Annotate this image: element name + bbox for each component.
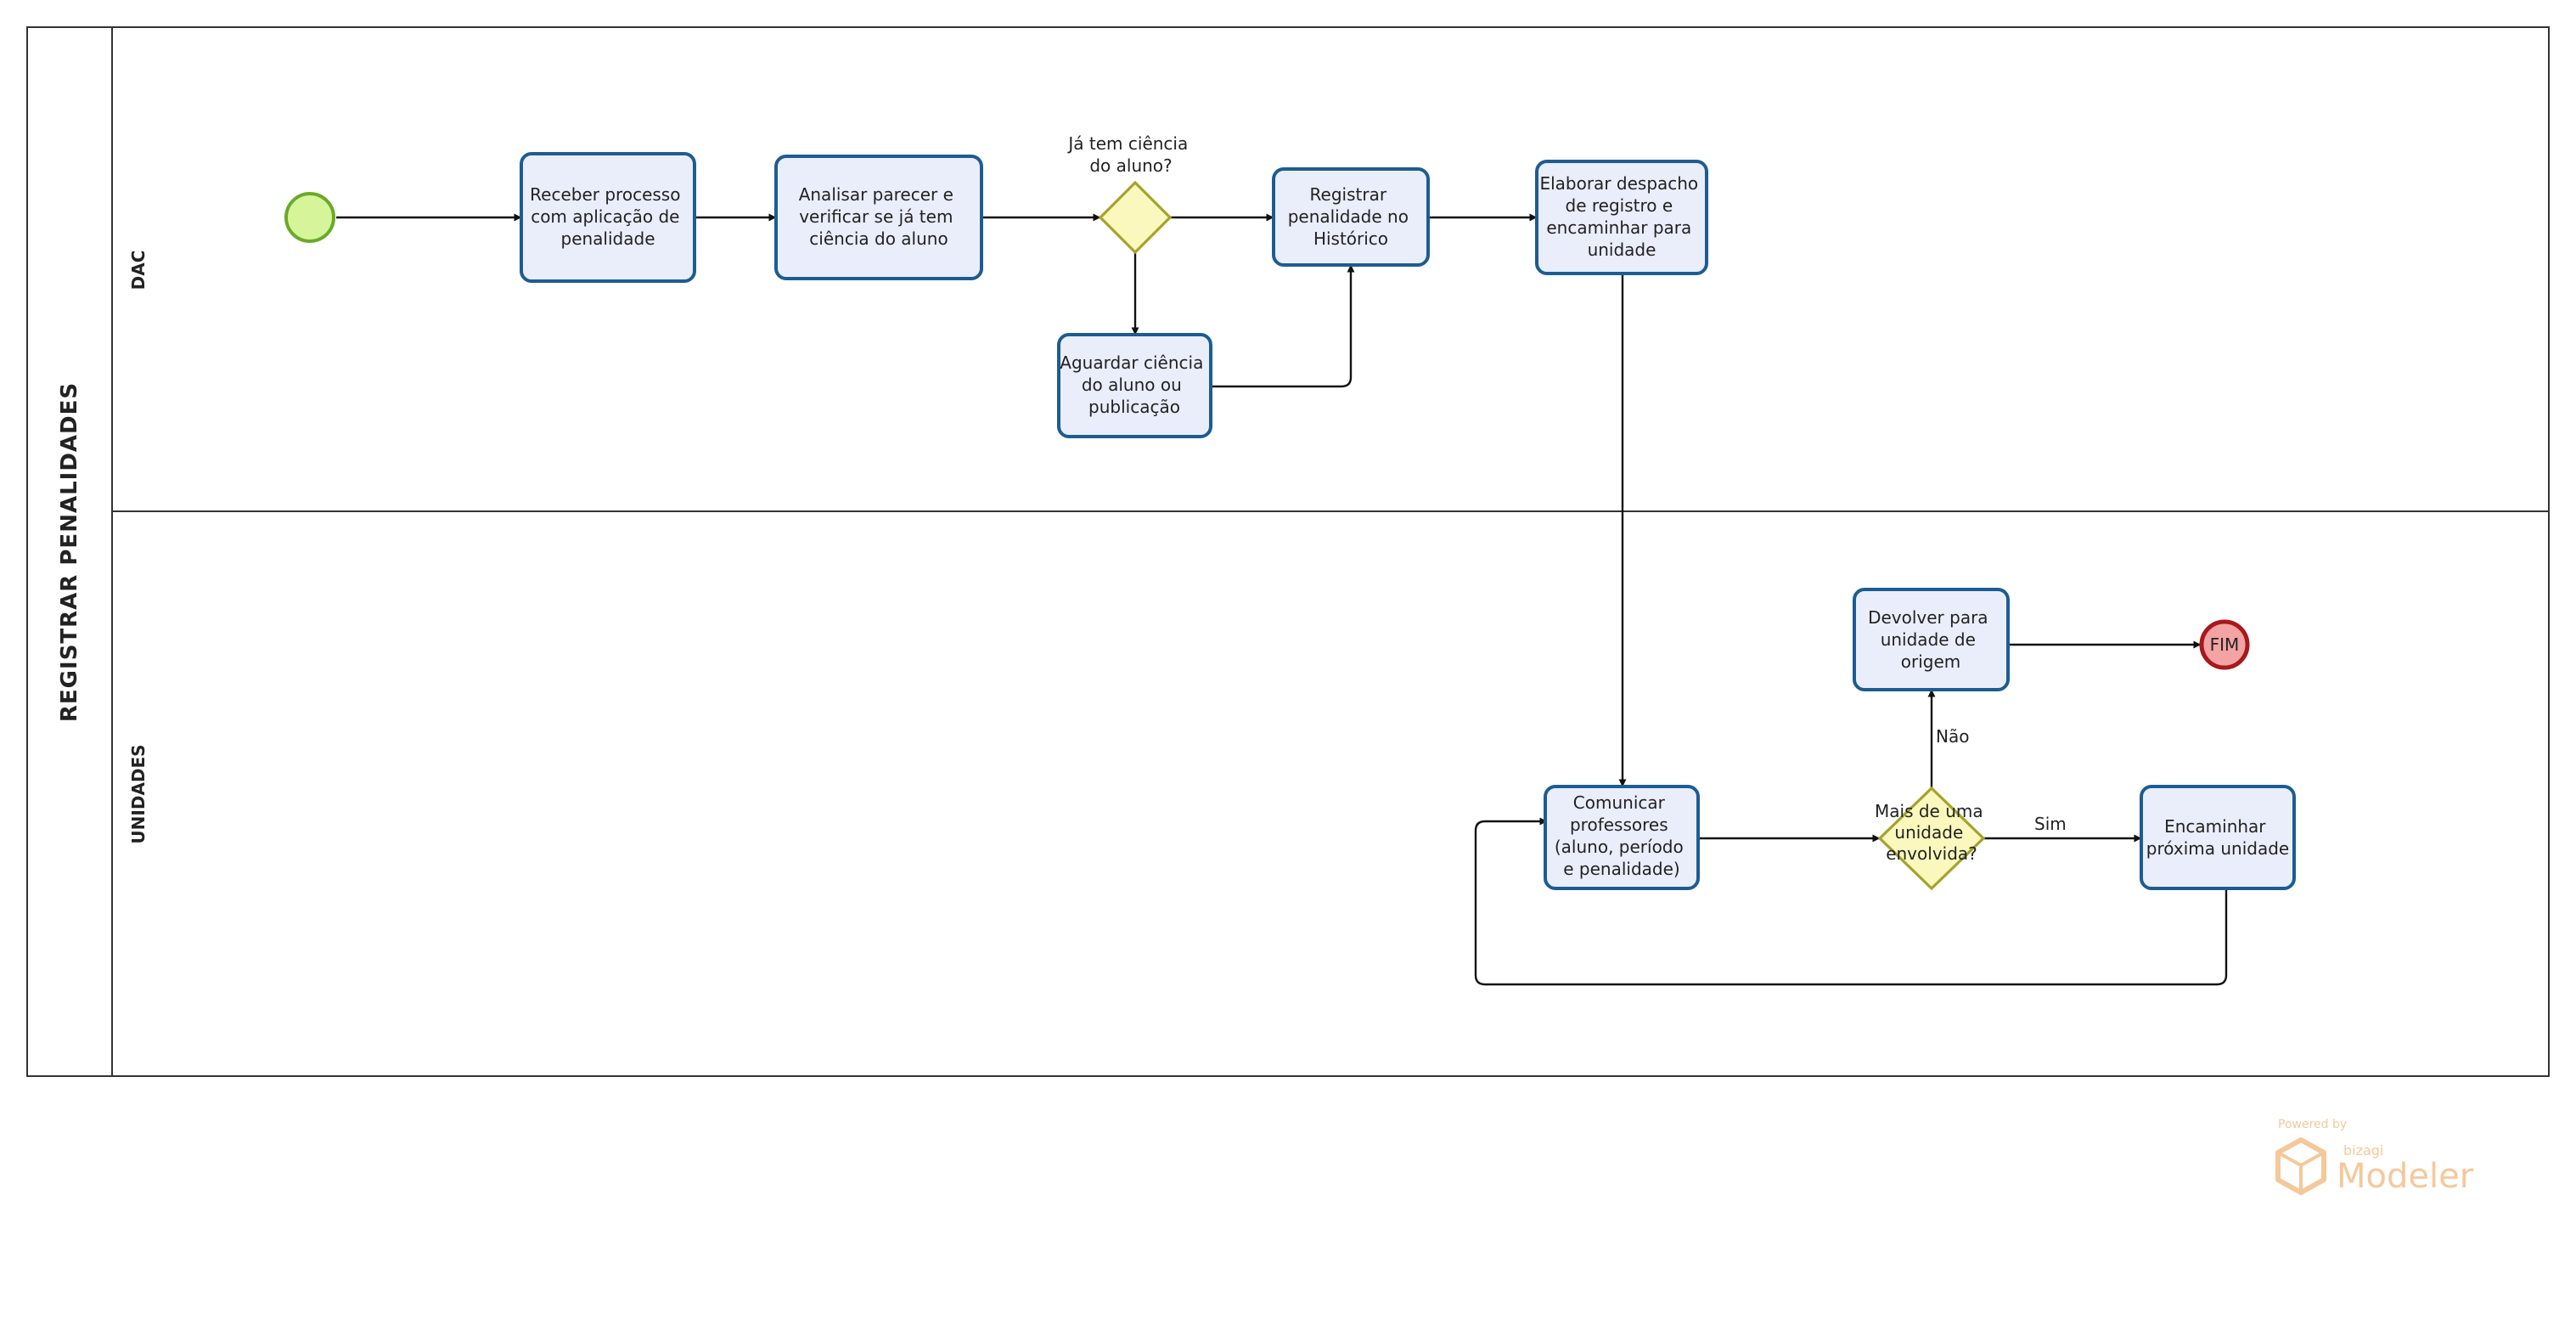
task-aguardar-ciencia[interactable]: Aguardar ciência do aluno ou publicação [1057, 333, 1212, 438]
task-elaborar-despacho-label: Elaborar despacho de registro e encaminh… [1539, 173, 1703, 260]
start-event[interactable] [284, 192, 335, 243]
lane-title-unidades: UNIDADES [128, 744, 149, 843]
watermark-product: Modeler [2337, 1157, 2474, 1196]
task-encaminhar-proxima-unidade[interactable]: Encaminhar próxima unidade [2140, 785, 2296, 890]
task-comunicar-professores-label: Comunicar professores (aluno, período e … [1555, 792, 1689, 879]
watermark-powered: Powered by [2278, 1118, 2347, 1131]
task-comunicar-professores[interactable]: Comunicar professores (aluno, período e … [1544, 785, 1700, 890]
bizagi-watermark: Powered by bizagi Modeler [2275, 1118, 2474, 1196]
task-receber-processo-label: Receber processo com aplicação de penali… [530, 184, 686, 249]
flow-aguardar-to-registrar[interactable] [1211, 264, 1355, 388]
task-elaborar-despacho[interactable]: Elaborar despacho de registro e encaminh… [1535, 160, 1708, 275]
task-devolver-origem[interactable]: Devolver para unidade de origem [1853, 588, 2010, 691]
task-receber-processo[interactable]: Receber processo com aplicação de penali… [520, 152, 696, 283]
task-encaminhar-label: Encaminhar próxima unidade [2146, 816, 2289, 859]
pool: REGISTRAR PENALIDADES [26, 26, 2550, 1077]
gateway-ciencia-label: Já tem ciência do aluno? [1066, 133, 1193, 176]
task-analisar-parecer[interactable]: Analisar parecer e verificar se já tem c… [774, 155, 983, 280]
gateway-mais-unidade-label: Mais de uma unidade envolvida? [1875, 801, 1988, 864]
task-registrar-penalidade-label: Registrar penalidade no Histórico [1288, 184, 1415, 249]
watermark-brand: bizagi [2343, 1142, 2383, 1159]
gateway-ciencia[interactable]: Já tem ciência do aluno? [1066, 133, 1193, 255]
pool-title: REGISTRAR PENALIDADES [57, 382, 82, 722]
flow-encaminhar-loop-to-comunicar[interactable] [1474, 817, 2228, 986]
task-registrar-penalidade[interactable]: Registrar penalidade no Histórico [1272, 167, 1430, 267]
sequence-flows [336, 213, 2228, 986]
task-aguardar-ciencia-label: Aguardar ciência do aluno ou publicação [1060, 352, 1208, 417]
flow-label-sim: Sim [2034, 814, 2067, 834]
task-analisar-parecer-label: Analisar parecer e verificar se já tem c… [799, 184, 959, 249]
task-devolver-origem-label: Devolver para unidade de origem [1868, 607, 1994, 672]
flow-label-nao: Não [1936, 726, 1969, 747]
lane-title-dac: DAC [128, 251, 149, 290]
lane-unidades: UNIDADES [128, 744, 149, 843]
lane-dac: DAC [128, 251, 149, 290]
end-event-label: FIM [2210, 634, 2240, 655]
end-event[interactable]: FIM [2199, 619, 2250, 670]
gateway-mais-de-uma-unidade[interactable]: Mais de uma unidade envolvida? [1875, 786, 1988, 891]
